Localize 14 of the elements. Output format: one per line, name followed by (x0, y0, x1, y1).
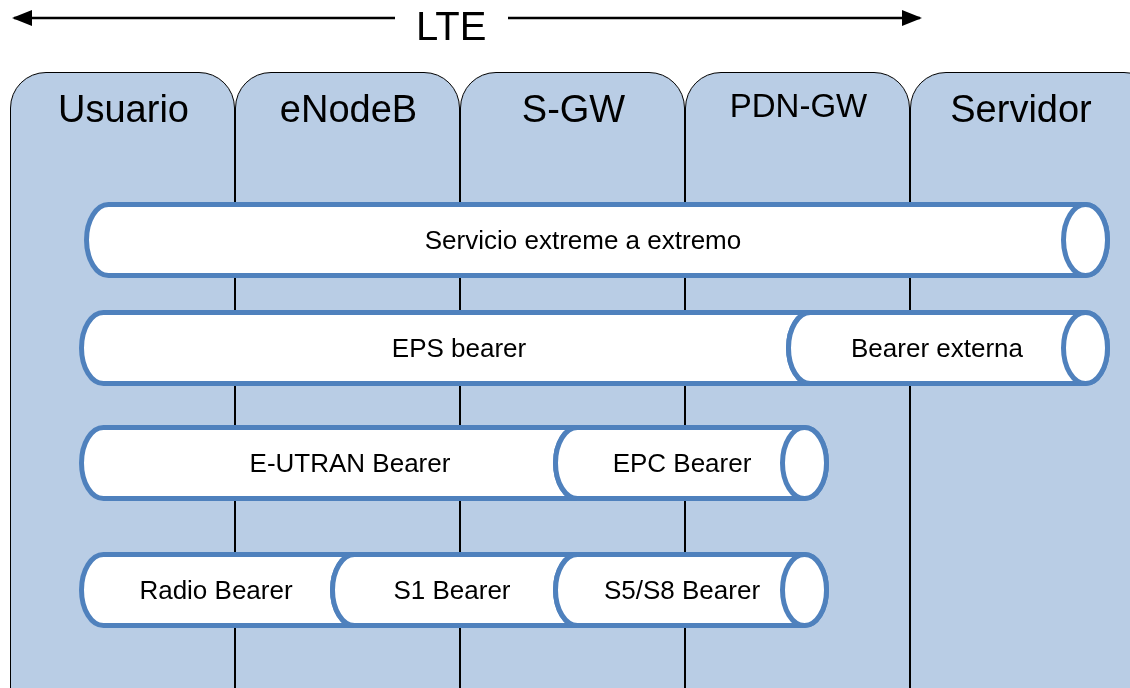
column-title: PDN-GW (728, 87, 869, 126)
column-title: Usuario (57, 88, 190, 132)
tube-label: S1 Bearer (392, 575, 512, 606)
tube-label: Bearer externa (850, 333, 1024, 364)
tube-label: Radio Bearer (138, 575, 294, 606)
column-title: eNodeB (278, 88, 419, 132)
column-title: S-GW (520, 88, 627, 132)
tube-label: EPS bearer (390, 333, 528, 364)
span-label: LTE (416, 4, 487, 49)
tube-label: EPC Bearer (611, 448, 753, 479)
tube-label: Servicio extreme a extremo (423, 225, 743, 256)
column-title: Servidor (949, 88, 1093, 132)
tube-label: E-UTRAN Bearer (248, 448, 452, 479)
tube-label: S5/S8 Bearer (602, 575, 762, 606)
